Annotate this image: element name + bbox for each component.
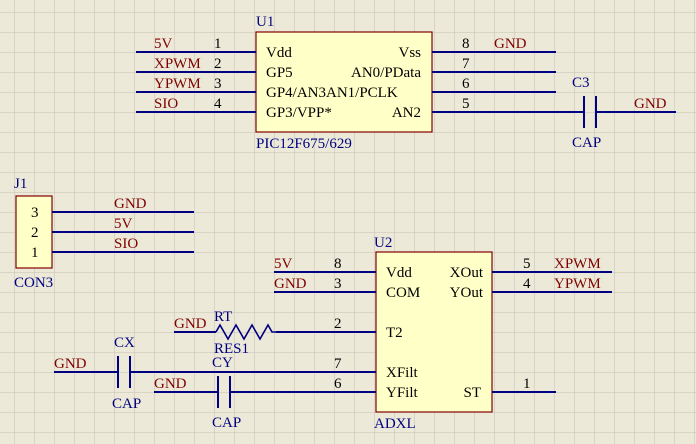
u1-pin2-name: GP5	[266, 65, 293, 81]
u1-pin5-name: AN2	[392, 105, 421, 121]
c3-capacitor[interactable]: C3 CAP GND	[572, 75, 676, 151]
cy-capacitor[interactable]: CY CAP GND	[154, 355, 241, 431]
u1-pin1-name: Vdd	[266, 45, 292, 61]
j1-pin2-net: 5V	[114, 216, 133, 232]
j1-pin2-number: 2	[31, 225, 39, 241]
c3-net: GND	[634, 96, 667, 112]
u2-right-pins	[492, 271, 612, 393]
u1-pin2-net: XPWM	[154, 56, 201, 72]
cx-value: CAP	[112, 396, 141, 412]
u1-pin4-net: SIO	[154, 96, 178, 112]
u2-pin7-number: 7	[334, 356, 342, 372]
cy-reference: CY	[212, 355, 233, 371]
j1-pin1-number: 1	[31, 245, 39, 261]
rt-resistor[interactable]: RT RES1 GND	[174, 309, 276, 357]
j1-value: CON3	[14, 275, 53, 291]
u2-pin5-number: 5	[523, 256, 531, 272]
u2-pin4-net: YPWM	[554, 276, 601, 292]
j1-reference: J1	[14, 176, 27, 192]
u2-body	[375, 251, 493, 413]
u1-pin8-name: Vss	[398, 45, 421, 61]
u1-pin8-number: 8	[462, 36, 470, 52]
cy-net: GND	[154, 376, 187, 392]
u2-pin4-name: YOut	[450, 285, 484, 301]
rt-zigzag	[215, 323, 276, 341]
u1-pin1-number: 1	[214, 36, 222, 52]
u1-right-pins	[432, 51, 584, 113]
u2-pin6-number: 6	[334, 376, 342, 392]
cx-net: GND	[54, 356, 87, 372]
u1-pin1-net: 5V	[154, 36, 173, 52]
j1-pin-wires	[52, 211, 194, 253]
cx-capacitor[interactable]: CX CAP GND	[54, 335, 141, 412]
u2-pin5-name: XOut	[450, 265, 484, 281]
u2-pin3-net: GND	[274, 276, 307, 292]
u2-pin2-number: 2	[334, 316, 342, 332]
u2-component[interactable]: U2 ADXL 5V GND 8 3 2 7 6 Vdd COM T2 XFil…	[134, 235, 612, 432]
u1-pin7-number: 7	[462, 56, 470, 72]
j1-body	[15, 195, 53, 269]
cx-reference: CX	[114, 335, 135, 351]
u1-pin3-net: YPWM	[154, 76, 201, 92]
u1-pin7-name: AN0/PData	[351, 65, 421, 81]
u2-pin8-name: Vdd	[386, 265, 412, 281]
cy-value: CAP	[212, 415, 241, 431]
j1-pin1-net: SIO	[114, 236, 138, 252]
u2-pin8-net: 5V	[274, 256, 293, 272]
u2-left-pins	[134, 271, 376, 393]
rt-net: GND	[174, 316, 207, 332]
u2-pin3-number: 3	[334, 276, 342, 292]
j1-pin3-net: GND	[114, 196, 147, 212]
u1-pin3-name: GP4/AN3AN1/PCLK	[266, 85, 398, 101]
u1-left-pins	[136, 51, 256, 113]
u2-value: ADXL	[374, 416, 416, 432]
u2-pin1-name: ST	[463, 385, 481, 401]
u1-pin4-name: GP3/VPP*	[266, 105, 332, 121]
c3-reference: C3	[572, 75, 590, 91]
u1-pin8-net: GND	[494, 36, 527, 52]
u2-reference: U2	[374, 235, 392, 251]
u2-pin8-number: 8	[334, 256, 342, 272]
u1-component[interactable]: U1 PIC12F675/629 5V XPWM YPWM SIO 1 2 3 …	[136, 14, 584, 152]
u1-pin2-number: 2	[214, 56, 222, 72]
j1-pin3-number: 3	[31, 205, 39, 221]
u2-pin1-number: 1	[523, 376, 531, 392]
j1-connector[interactable]: J1 CON3 3 2 1 GND 5V SIO	[14, 176, 194, 291]
u2-pin3-name: COM	[386, 285, 420, 301]
u2-pin4-number: 4	[523, 276, 531, 292]
u1-pin5-number: 5	[462, 96, 470, 112]
u1-reference: U1	[256, 14, 274, 30]
u1-pin4-number: 4	[214, 96, 222, 112]
u1-pin6-number: 6	[462, 76, 470, 92]
u1-pin3-number: 3	[214, 76, 222, 92]
rt-reference: RT	[214, 309, 232, 325]
u1-body	[255, 31, 433, 133]
rt-value: RES1	[214, 341, 249, 357]
u1-value: PIC12F675/629	[256, 136, 352, 152]
u2-pin5-net: XPWM	[554, 256, 601, 272]
u2-pin6-name: YFilt	[386, 385, 419, 401]
u2-pin2-name: T2	[386, 325, 403, 341]
u2-pin7-name: XFilt	[386, 365, 419, 381]
c3-value: CAP	[572, 135, 601, 151]
